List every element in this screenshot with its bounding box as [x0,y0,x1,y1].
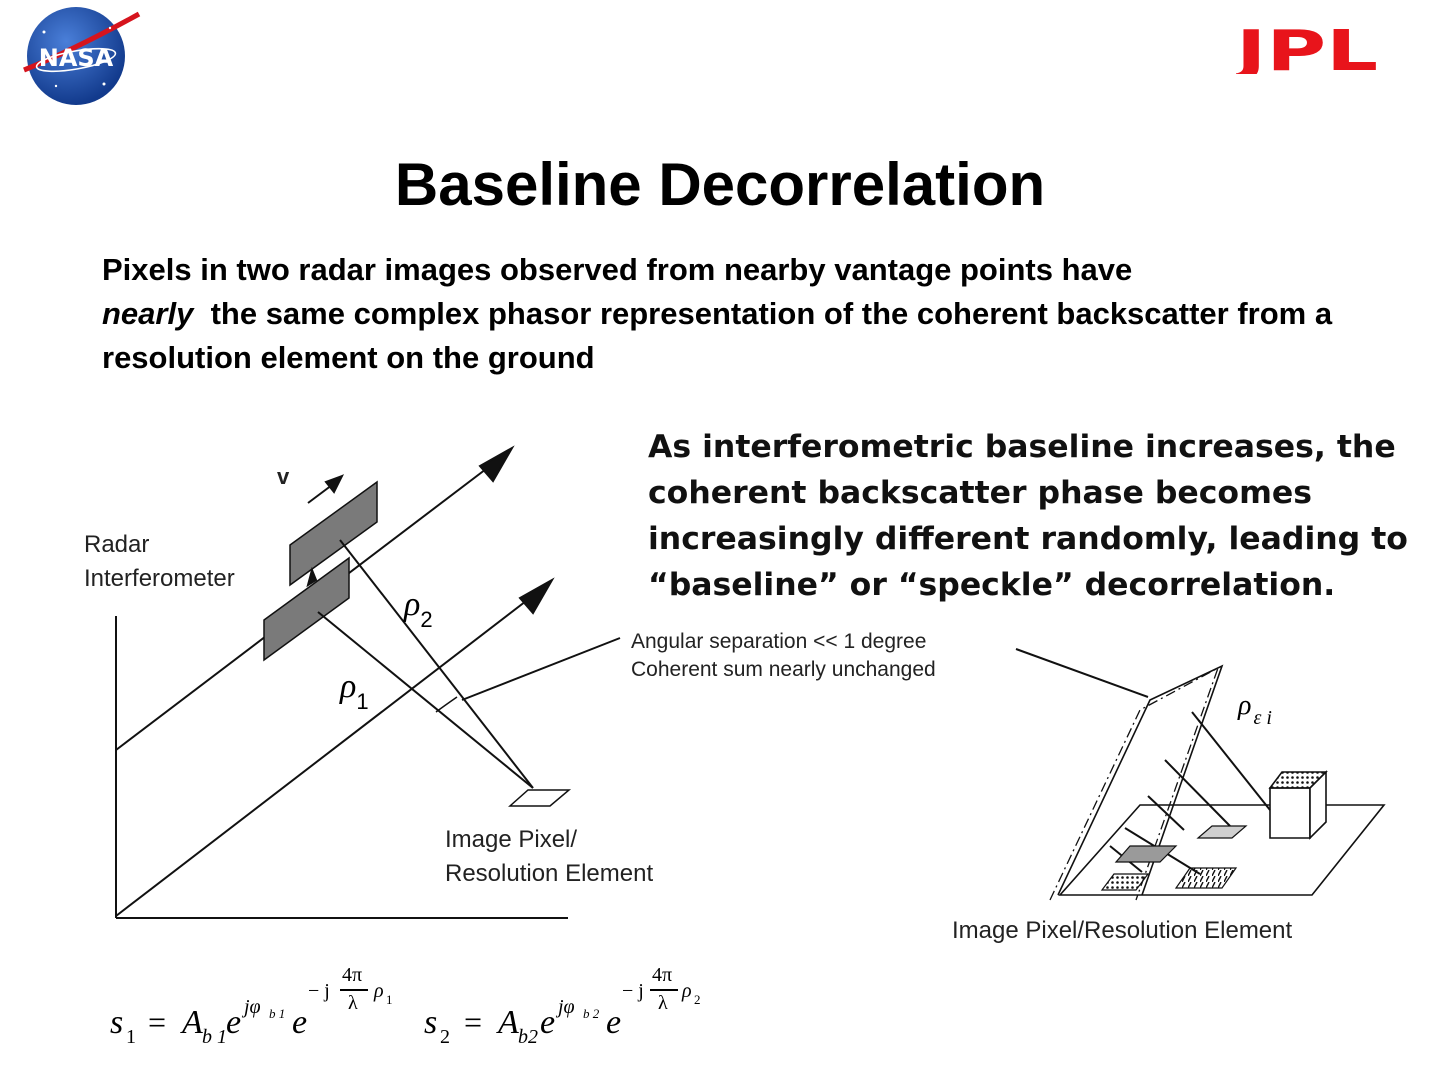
rho-epsilon-subscript: ε i [1253,707,1272,729]
e2b-symbol: e [606,1004,622,1041]
patch-2 [1114,845,1178,863]
rho-epsilon-symbol: ρ [1238,690,1252,721]
upper-antenna [289,480,378,587]
equation-s2: s 2 = A b2 e jφ b 2 e − j 4π λ ρ 2 [424,962,724,1052]
velocity-arrowhead [324,474,345,494]
a1-symbol: A [182,1004,203,1041]
rho-exp-2-subscript: 2 [694,992,701,1007]
lambda-1: λ [348,992,358,1014]
rho2-symbol: ρ [404,586,421,623]
nasa-logo: NASA [23,7,141,105]
lower-antenna [263,556,350,662]
image-pixel [508,789,572,807]
rho1-symbol: ρ [340,668,357,705]
intro-part-2: the same complex phasor representation o… [102,296,1333,375]
e2-symbol: e [540,1004,556,1041]
s2-equals: = [464,1004,483,1040]
phase1-subscript: b 1 [269,1006,286,1021]
scatterer-box-side [1309,770,1327,840]
four-pi-2: 4π [652,964,673,986]
lower-track-arrowhead [518,577,555,615]
rho2-subscript: 2 [420,607,433,632]
a1-subscript: b 1 [202,1026,227,1048]
angle-annotation-line-1: Angular separation << 1 degree [631,630,927,653]
radar-label: Radar Interferometer [84,528,235,596]
jpl-wordmark: JPL [1236,26,1378,74]
callout-text: As interferometric baseline increases, t… [648,429,1408,603]
rho1-subscript: 1 [356,689,369,714]
ray-2 [1164,759,1231,827]
four-pi-1: 4π [342,964,363,986]
intro-text: Pixels in two radar images observed from… [102,248,1362,380]
radar-label-line-1: Radar [84,531,150,558]
rho2-ray [339,539,534,789]
a2-symbol: A [498,1004,519,1041]
nasa-wordmark: NASA [39,44,114,72]
phase2-exponent: jφ [558,996,575,1018]
upper-track-arrowhead [478,445,515,483]
s1-symbol: s [110,1004,124,1041]
ray-3 [1147,795,1185,831]
scatterer-box-front [1269,787,1311,839]
patch-1 [1196,825,1248,839]
minus-j-2: − j [622,980,644,1002]
wavefront-dashdot [1049,666,1220,901]
minus-j-1: − j [308,980,330,1002]
right-diagram [1015,648,1386,901]
patch-dotted [1100,873,1150,891]
a2-subscript: b2 [518,1026,538,1048]
rho2-label: ρ2 [404,586,433,632]
s1-equals: = [148,1004,167,1040]
e1b-symbol: e [292,1004,308,1041]
angle-leader [461,637,621,701]
lambda-2: λ [658,992,668,1014]
s2-subscript: 2 [440,1026,450,1048]
rho-exp-2: ρ [682,980,692,1002]
s1-subscript: 1 [126,1026,136,1048]
rho1-ray [317,611,534,789]
intro-part-1: Pixels in two radar images observed from… [102,252,1133,287]
phase1-exponent: jφ [244,996,261,1018]
velocity-arrow [307,484,333,504]
angle-annotation-line-2: Coherent sum nearly unchanged [631,658,936,681]
image-pixel-label-line-2: Resolution Element [445,860,654,887]
rho-exp-1: ρ [374,980,384,1002]
image-pixel-label: Image Pixel/ Resolution Element [445,823,653,891]
image-pixel-label-line-1: Image Pixel/ [445,826,578,853]
rho-exp-1-subscript: 1 [386,992,393,1007]
antenna-mount [306,566,318,588]
wavefront-solid [1057,664,1224,896]
s2-symbol: s [424,1004,438,1041]
jpl-logo: JPL [1236,26,1378,74]
velocity-label: v [277,464,290,489]
equation-s1: s 1 = A b 1 e jφ b 1 e − j 4π λ ρ 1 [110,962,410,1052]
rho1-label: ρ1 [340,668,369,714]
radar-label-line-2: Interferometer [84,565,235,592]
slide-title: Baseline Decorrelation [394,151,1046,218]
lower-flight-track [115,597,531,917]
angle-leader-right [1015,648,1149,698]
patch-hatched [1174,867,1238,889]
phase2-subscript: b 2 [583,1006,600,1021]
right-pixel-label: Image Pixel/Resolution Element [952,917,1293,944]
angle-arc [435,696,458,713]
intro-emphasis: nearly [102,296,194,331]
e1-symbol: e [226,1004,242,1041]
left-diagram [115,445,621,919]
fraction-bar-1 [340,989,368,991]
fraction-bar-2 [650,989,678,991]
ray-1 [1191,711,1271,811]
angle-annotation: Angular separation << 1 degree Coherent … [631,628,936,684]
